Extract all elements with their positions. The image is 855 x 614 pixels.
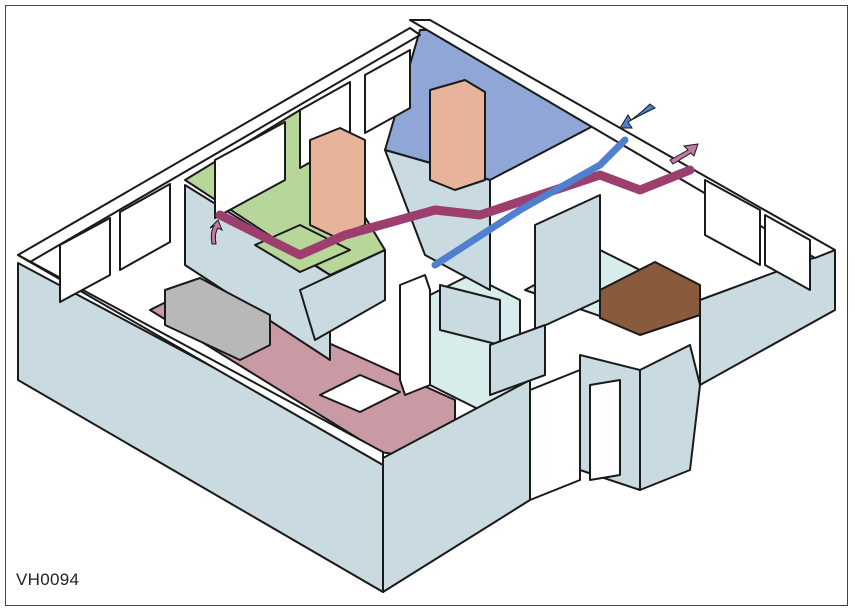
mvhr-unit: [399, 274, 431, 396]
wardrobe-bedroom1: [309, 127, 366, 238]
supply-air-arrow-icon: [619, 103, 656, 129]
supply-duct: [431, 136, 629, 269]
extract-point-arrow-icon: [209, 219, 223, 245]
extract-duct: [215, 165, 695, 260]
bed-bedroom1: [254, 224, 351, 273]
partition-store: [489, 324, 546, 396]
wall-top-front: [17, 254, 384, 466]
exhaust-air-arrow-icon: [669, 143, 699, 165]
figure-border: [5, 5, 848, 606]
entrance-door-frame: [529, 369, 581, 501]
windows-right: [704, 179, 811, 291]
sofa: [164, 277, 271, 361]
wardrobe-bedroom2: [429, 79, 486, 191]
dining-table: [319, 374, 401, 413]
entrance-porch-side: [639, 344, 701, 491]
porch-door: [589, 379, 621, 481]
figure-reference-code: VH0094: [16, 570, 80, 589]
kitchen-counter: [599, 261, 701, 336]
outer-wall-right: [699, 249, 836, 386]
partition-bedroom1-front: [299, 249, 386, 341]
